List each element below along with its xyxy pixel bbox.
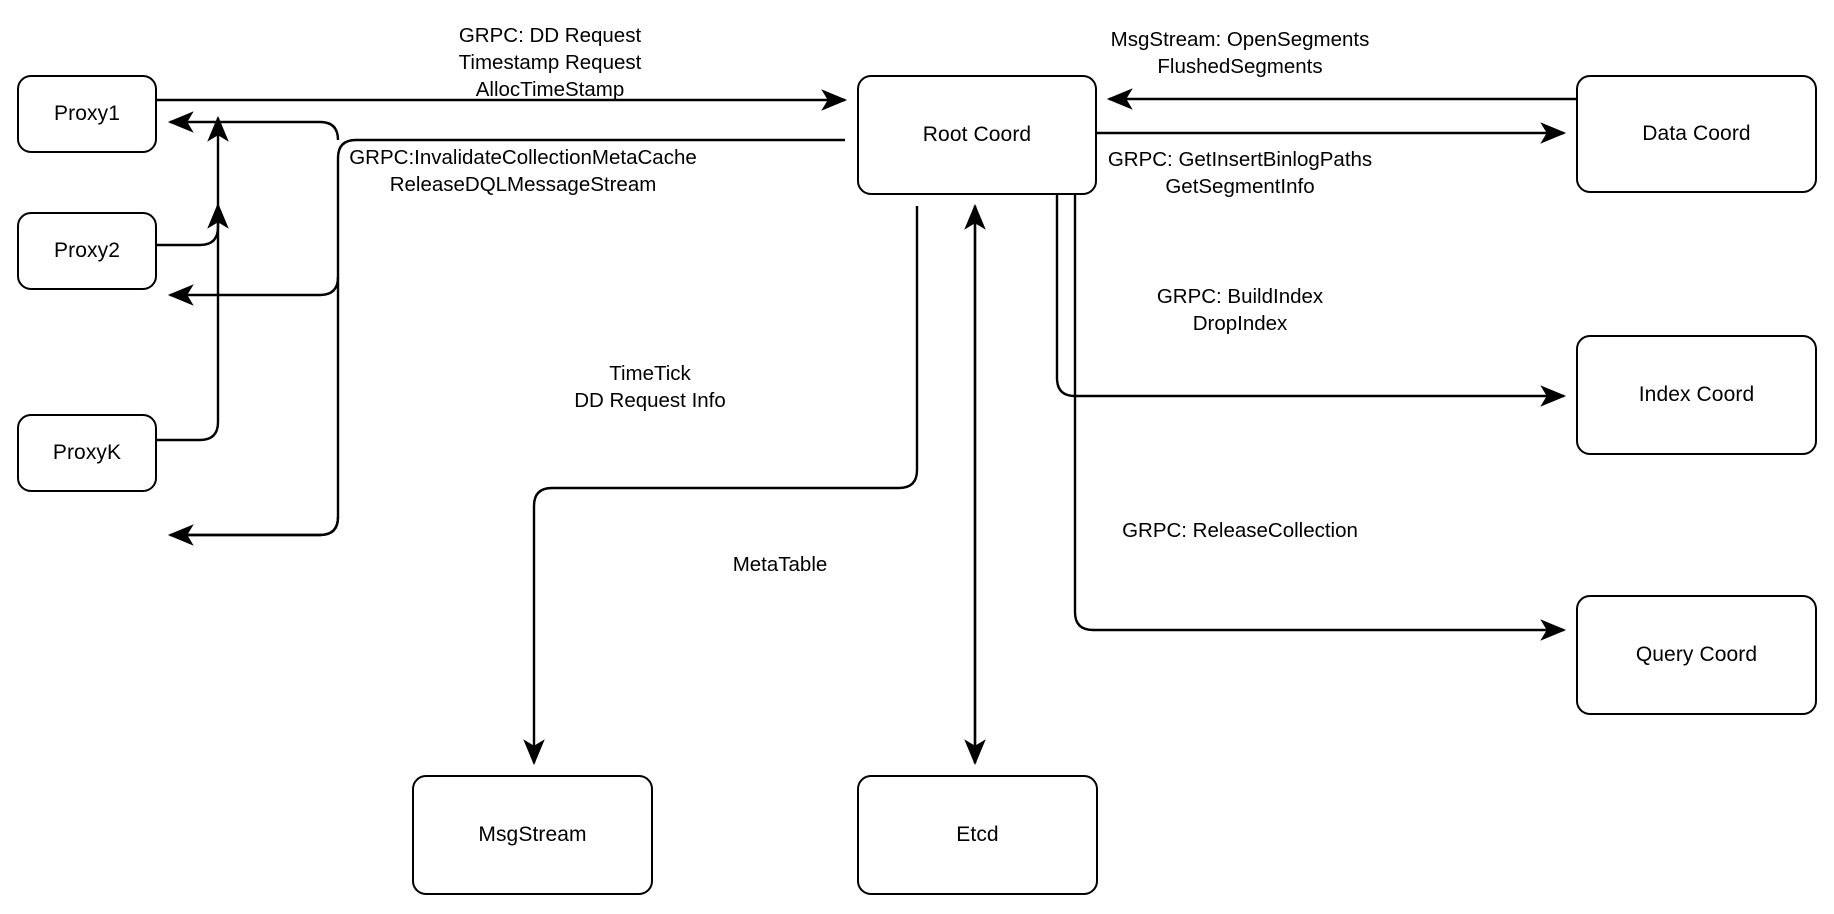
edge-rootcoord-to-proxyk bbox=[167, 516, 340, 546]
node-query-coord[interactable]: Query Coord bbox=[1576, 595, 1817, 715]
edge-proxy2-to-trunk bbox=[157, 202, 229, 247]
node-etcd-label: Etcd bbox=[956, 823, 999, 846]
edge-rootcoord-to-proxy-trunk bbox=[180, 138, 845, 537]
node-proxy2[interactable]: Proxy2 bbox=[17, 212, 157, 290]
edge-rootcoord-to-msgstream bbox=[523, 206, 919, 766]
node-proxy2-label: Proxy2 bbox=[54, 239, 120, 262]
node-query-coord-label: Query Coord bbox=[1635, 643, 1758, 666]
node-msgstream-label: MsgStream bbox=[478, 823, 587, 846]
edge-label-proxy-to-root-coord: GRPC: DD Request Timestamp Request Alloc… bbox=[458, 24, 642, 101]
edge-label-root-coord-to-index-coord: GRPC: BuildIndex DropIndex bbox=[1156, 285, 1324, 335]
node-data-coord[interactable]: Data Coord bbox=[1576, 75, 1817, 193]
node-index-coord-label: Index Coord bbox=[1638, 383, 1755, 406]
node-msgstream[interactable]: MsgStream bbox=[412, 775, 653, 895]
node-root-coord[interactable]: Root Coord bbox=[857, 75, 1097, 195]
edge-proxyk-to-trunk bbox=[157, 115, 229, 442]
edge-rootcoord-to-proxy2 bbox=[167, 276, 340, 306]
edge-label-root-coord-to-etcd: MetaTable bbox=[732, 553, 828, 576]
node-proxyk[interactable]: ProxyK bbox=[17, 414, 157, 492]
edge-label-root-coord-to-msgstream: TimeTick DD Request Info bbox=[574, 362, 726, 412]
edge-label-root-coord-to-data-coord: GRPC: GetInsertBinlogPaths GetSegmentInf… bbox=[1107, 148, 1373, 198]
node-index-coord[interactable]: Index Coord bbox=[1576, 335, 1817, 455]
node-proxyk-label: ProxyK bbox=[52, 441, 122, 464]
edge-rootcoord-to-querycoord bbox=[1073, 195, 1567, 641]
edge-label-root-coord-to-proxy: GRPC:InvalidateCollectionMetaCache Relea… bbox=[349, 146, 697, 196]
node-etcd[interactable]: Etcd bbox=[857, 775, 1098, 895]
node-proxy1[interactable]: Proxy1 bbox=[17, 75, 157, 153]
node-data-coord-label: Data Coord bbox=[1642, 122, 1751, 145]
edge-rootcoord-to-proxy1 bbox=[167, 111, 340, 141]
edge-label-root-coord-to-query-coord: GRPC: ReleaseCollection bbox=[1122, 519, 1358, 542]
edge-label-data-coord-to-root-coord: MsgStream: OpenSegments FlushedSegments bbox=[1110, 28, 1370, 78]
node-proxy1-label: Proxy1 bbox=[54, 102, 120, 125]
node-root-coord-label: Root Coord bbox=[922, 123, 1032, 146]
